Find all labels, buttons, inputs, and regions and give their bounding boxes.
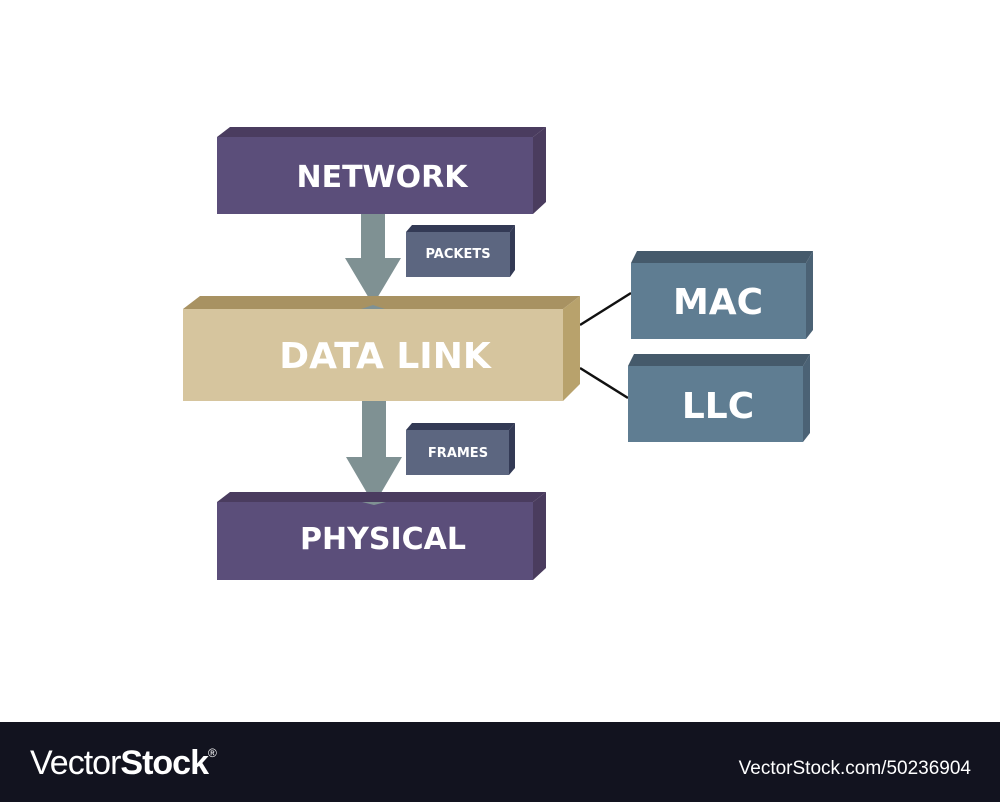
down-arrow-icon — [346, 401, 402, 505]
llc-label: LLC — [682, 386, 754, 427]
network-label: NETWORK — [296, 160, 469, 195]
physical-layer-block: PHYSICAL — [217, 492, 546, 580]
diagram-canvas: NETWORK PACKETS DATA LINK FRAMES PHYSICA… — [183, 127, 813, 580]
data-link-layer-block: DATA LINK — [183, 296, 580, 401]
image-reference: VectorStock.com/50236904 — [738, 758, 971, 779]
llc-sublayer-block: LLC — [628, 354, 810, 442]
down-arrow-icon — [345, 214, 401, 305]
mac-sublayer-block: MAC — [631, 251, 813, 339]
physical-label: PHYSICAL — [300, 522, 466, 557]
packets-label-block: PACKETS — [406, 225, 515, 277]
frames-label: FRAMES — [428, 446, 488, 461]
watermark-footer: VectorStock® VectorStock.com/50236904 — [0, 722, 1000, 802]
connector-mac — [579, 291, 632, 327]
logo-bold-text: Stock — [120, 744, 209, 782]
mac-label: MAC — [673, 282, 763, 323]
connector-llc — [579, 366, 629, 400]
logo-light-text: Vector — [30, 744, 121, 782]
frames-label-block: FRAMES — [406, 423, 515, 475]
data-link-label: DATA LINK — [279, 336, 492, 377]
packets-label: PACKETS — [425, 247, 490, 262]
registered-mark: ® — [207, 746, 217, 760]
network-layer-block: NETWORK — [217, 127, 546, 214]
vectorstock-logo: VectorStock® — [30, 744, 217, 783]
